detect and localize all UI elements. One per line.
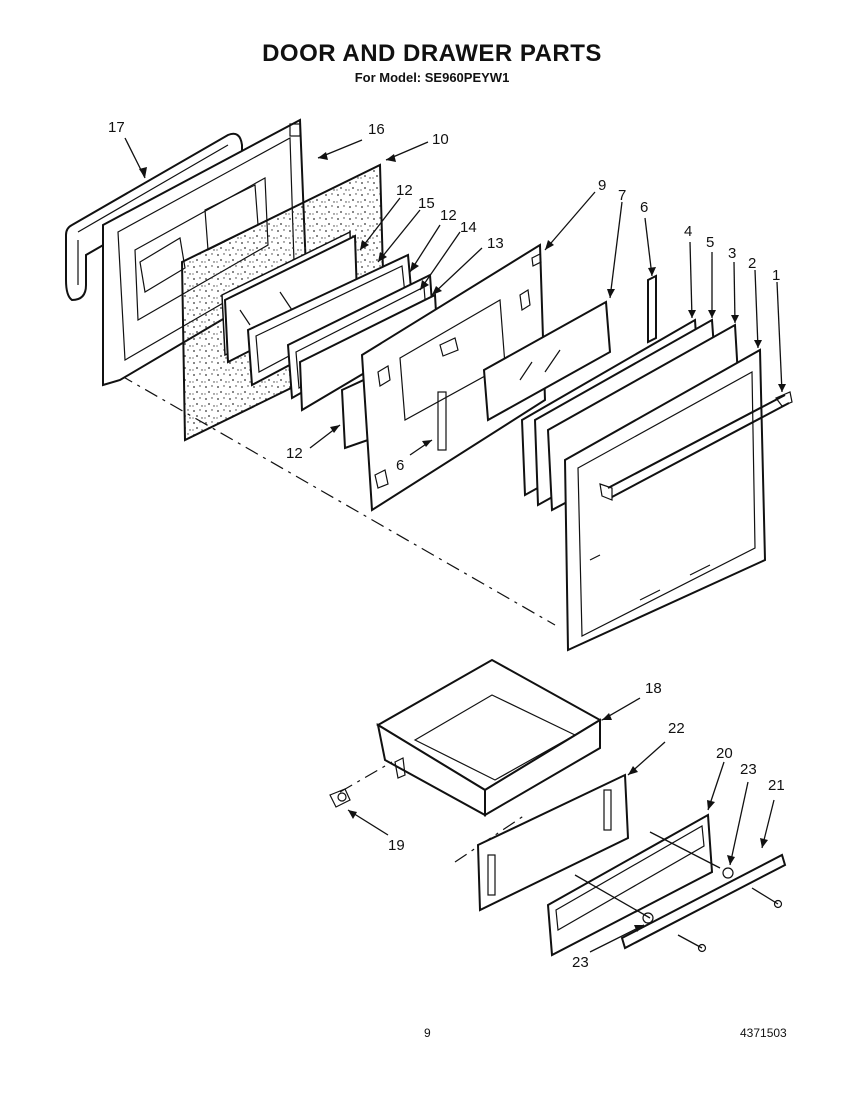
callout-13: 13	[487, 235, 504, 252]
callout-15: 15	[418, 195, 435, 212]
model-subtitle: For Model: SE960PEYW1	[354, 70, 510, 85]
leader-lines	[124, 137, 786, 953]
callout-14: 14	[460, 219, 477, 236]
callout-labels: 17 16 10 12 15 12 14 13 9 7 6 4 5 3 2 1 …	[108, 119, 785, 971]
drawer-front-inner	[476, 773, 630, 912]
callout-23-bottom: 23	[572, 954, 589, 971]
callout-7: 7	[618, 187, 626, 204]
outer-door-panel	[563, 348, 767, 652]
door-alignment-line	[119, 374, 556, 626]
callout-12-top: 12	[396, 182, 413, 199]
door-gasket	[65, 132, 243, 302]
drawer-roller	[329, 788, 351, 808]
callout-6-bottom: 6	[396, 457, 404, 474]
callout-18: 18	[645, 680, 662, 697]
callout-10: 10	[432, 131, 449, 148]
callout-6-top: 6	[640, 199, 648, 216]
callout-9: 9	[598, 177, 606, 194]
callout-19: 19	[388, 837, 405, 854]
drawer-alignment-line	[339, 761, 393, 793]
callout-4: 4	[684, 223, 692, 240]
callout-12-bottom: 12	[286, 445, 303, 462]
drawer-body	[376, 658, 602, 817]
callout-12-mid: 12	[440, 207, 457, 224]
document-code: 4371503	[740, 1026, 787, 1040]
callout-1: 1	[772, 267, 780, 284]
callout-2: 2	[748, 255, 756, 272]
door-handle	[599, 391, 793, 501]
callout-20: 20	[716, 745, 733, 762]
drawer-front-outer	[546, 813, 721, 957]
callout-21: 21	[768, 777, 785, 794]
callout-23-top: 23	[740, 761, 757, 778]
outer-window-glass	[482, 300, 612, 422]
callout-22: 22	[668, 720, 685, 737]
page-number: 9	[424, 1026, 431, 1040]
glass-bracket	[647, 274, 657, 344]
drawer-screws	[642, 867, 783, 953]
page-title: DOOR AND DRAWER PARTS	[262, 40, 602, 67]
callout-16: 16	[368, 121, 385, 138]
callout-5: 5	[706, 234, 714, 251]
callout-17: 17	[108, 119, 125, 136]
callout-3: 3	[728, 245, 736, 262]
drawer-handle-trim	[620, 853, 787, 950]
